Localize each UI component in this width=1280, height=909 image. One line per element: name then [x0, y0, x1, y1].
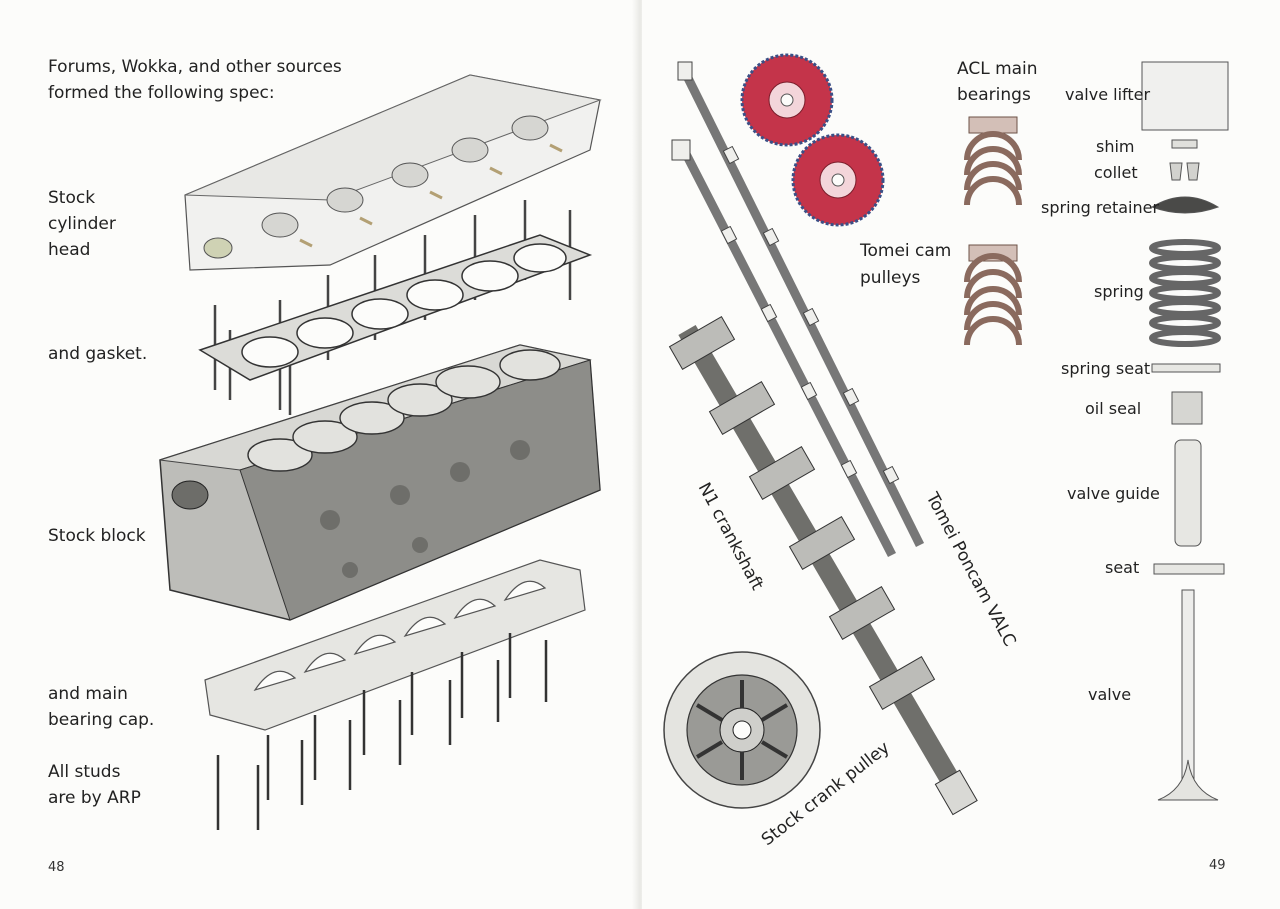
label-seat: seat	[1105, 558, 1140, 577]
label-studs: All studs are by ARP	[48, 762, 141, 808]
right-page: ACL main bearings Tomei cam pulleys N1 c…	[642, 0, 1280, 909]
arp-studs	[216, 633, 548, 830]
label-valve-guide: valve guide	[1067, 484, 1160, 503]
label-collet: collet	[1094, 163, 1138, 182]
engine-illustration-left	[159, 74, 602, 830]
label-valve-lifter: valve lifter	[1065, 85, 1151, 104]
page-number-right: 49	[1209, 858, 1226, 873]
valvetrain-illustration	[1141, 61, 1229, 801]
acl-main-bearings	[964, 116, 1022, 346]
cylinder-head-illustration	[184, 74, 602, 271]
label-block: Stock block	[48, 526, 146, 546]
label-gasket: and gasket.	[48, 344, 148, 364]
label-shim: shim	[1096, 137, 1135, 156]
engine-block-illustration	[159, 344, 601, 621]
label-bearing-cap: and main bearing cap.	[48, 684, 155, 730]
label-spring: spring	[1094, 282, 1144, 301]
label-spring-seat: spring seat	[1061, 359, 1151, 378]
tomei-cam-pulleys	[740, 53, 885, 227]
label-acl-main-bearings: ACL main bearings	[957, 59, 1038, 105]
label-oil-seal: oil seal	[1085, 399, 1142, 418]
engine-illustration-right	[663, 53, 1229, 816]
main-bearing-cap-illustration	[204, 559, 586, 731]
camshaft-illustration	[671, 61, 925, 558]
head-gasket-illustration	[198, 234, 593, 381]
left-page: Forums, Wokka, and other sources formed …	[0, 0, 638, 909]
intro-text: Forums, Wokka, and other sources formed …	[48, 57, 342, 103]
label-valve: valve	[1088, 685, 1132, 704]
label-spring-retainer: spring retainer	[1041, 198, 1160, 217]
stock-crank-pulley	[663, 651, 821, 809]
label-cylinder-head: Stock cylinder head	[48, 188, 116, 260]
n1-crankshaft	[668, 316, 978, 816]
label-tomei-cam-pulleys: Tomei cam pulleys	[860, 241, 952, 288]
page-number-left: 48	[48, 860, 65, 875]
